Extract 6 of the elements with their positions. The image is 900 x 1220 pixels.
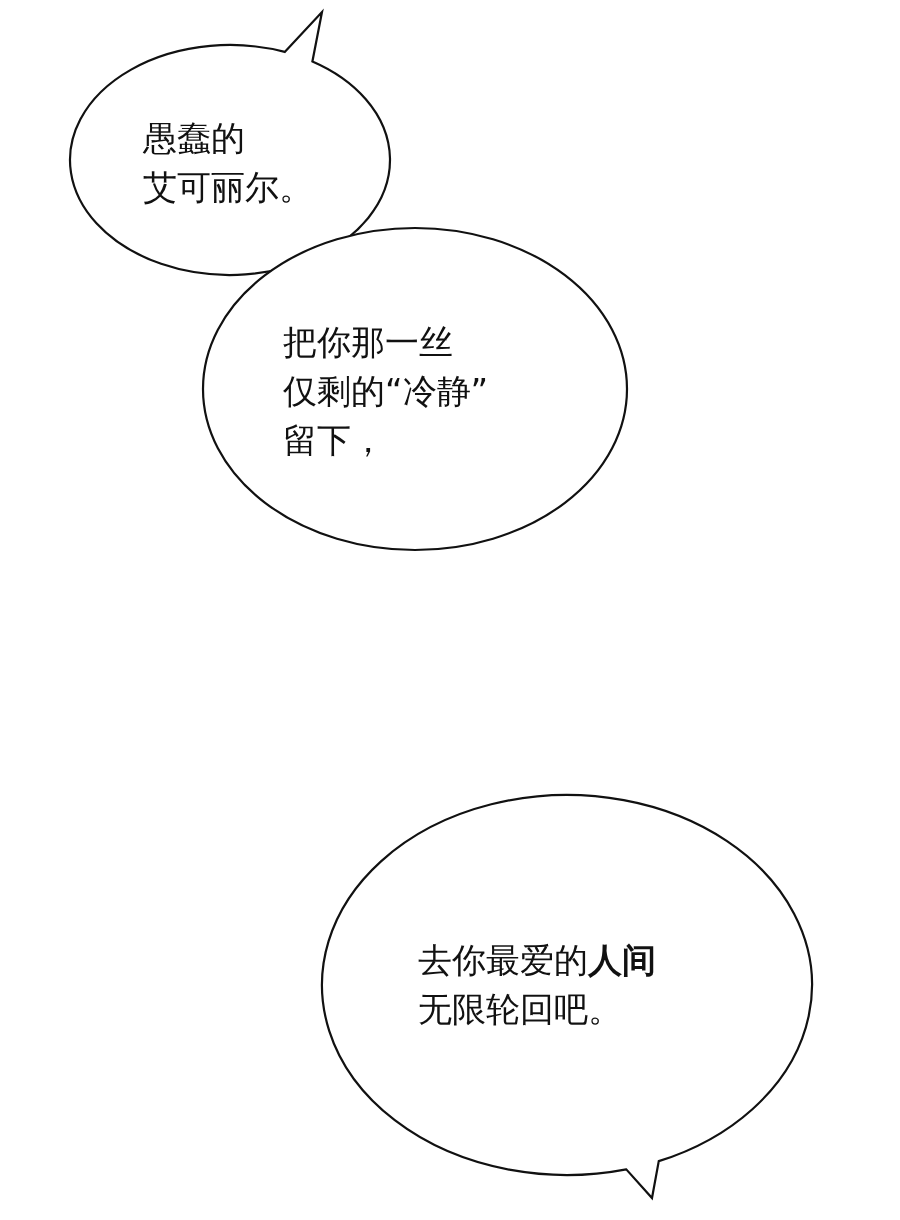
speech-text: 把你那一丝仅剩的“冷静”留下， (283, 321, 489, 462)
speech-bubble (320, 793, 814, 1200)
speech-text: 愚蠢的艾可丽尔。 (143, 117, 313, 209)
speech-bubble (68, 10, 392, 277)
speech-text: 去你最爱的人间无限轮回吧。 (418, 939, 656, 1031)
speech-bubble (201, 226, 629, 552)
